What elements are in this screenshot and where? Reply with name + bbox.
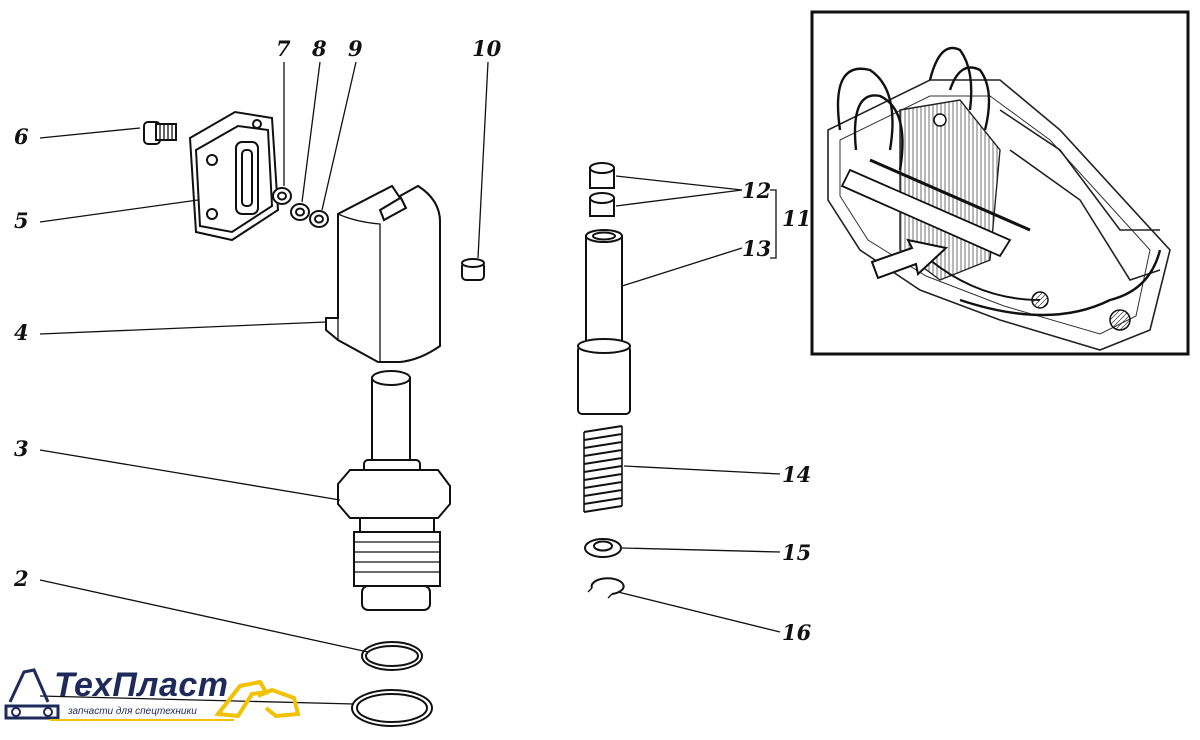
- part-washer-8: [290, 203, 310, 221]
- part-seat-15: [584, 538, 622, 558]
- callout-13: 13: [742, 236, 771, 261]
- leader-12b: [615, 189, 743, 207]
- machine-inset: [810, 10, 1190, 356]
- leader-lines: [39, 61, 781, 705]
- part-o-ring-lower: [351, 689, 433, 727]
- leader-3: [39, 449, 341, 501]
- callout-2: 2: [13, 566, 29, 591]
- leader-14: [623, 465, 781, 475]
- part-valve-body-3: [337, 370, 451, 611]
- brand-logo: ТехПласт запчасти для спецтехники: [4, 662, 304, 736]
- part-pellet-12b: [589, 192, 615, 217]
- callout-15: 15: [782, 540, 811, 565]
- part-o-ring-2: [361, 641, 423, 671]
- excavator-logo-icon: [4, 668, 301, 721]
- part-screw-6: [143, 121, 177, 145]
- part-snap-ring-16: [587, 577, 625, 599]
- leader-10: [477, 61, 489, 259]
- callout-14: 14: [782, 462, 811, 487]
- leader-9: [321, 61, 357, 211]
- leader-15: [621, 547, 781, 553]
- logo-tagline: запчасти для спецтехники: [68, 706, 197, 717]
- part-tube-13: [577, 229, 631, 415]
- leader-6: [39, 127, 141, 139]
- leader-13: [621, 247, 743, 287]
- leader-4: [39, 321, 327, 335]
- leader-2: [39, 579, 369, 653]
- leader-12a: [615, 175, 743, 191]
- leader-2b: [39, 695, 355, 705]
- logo-wordmark: ТехПласт: [54, 666, 229, 704]
- leader-8: [301, 61, 321, 203]
- part-pellet-12a: [589, 162, 615, 189]
- callout-12: 12: [742, 178, 771, 203]
- part-washer-9: [309, 210, 329, 228]
- bracket-11: [770, 189, 777, 259]
- callout-11: 11: [782, 206, 811, 231]
- part-spring-14: [583, 425, 623, 513]
- part-plug-10: [461, 258, 485, 281]
- callout-8: 8: [311, 36, 327, 61]
- callout-9: 9: [348, 36, 363, 61]
- leader-5: [39, 199, 199, 223]
- part-washer-7: [272, 187, 292, 205]
- callout-5: 5: [14, 208, 29, 233]
- callout-labels: 6 5 4 3 2 7 8 9 10 12 13 11 14 15 16: [13, 36, 812, 645]
- callout-10: 10: [472, 36, 502, 61]
- callout-7: 7: [276, 36, 291, 61]
- callout-16: 16: [782, 620, 812, 645]
- part-housing-4: [325, 184, 441, 363]
- callout-6: 6: [14, 124, 29, 149]
- leader-16: [617, 591, 781, 633]
- callout-4: 4: [14, 320, 29, 345]
- callout-3: 3: [14, 436, 29, 461]
- part-cover-plate-5: [188, 110, 280, 242]
